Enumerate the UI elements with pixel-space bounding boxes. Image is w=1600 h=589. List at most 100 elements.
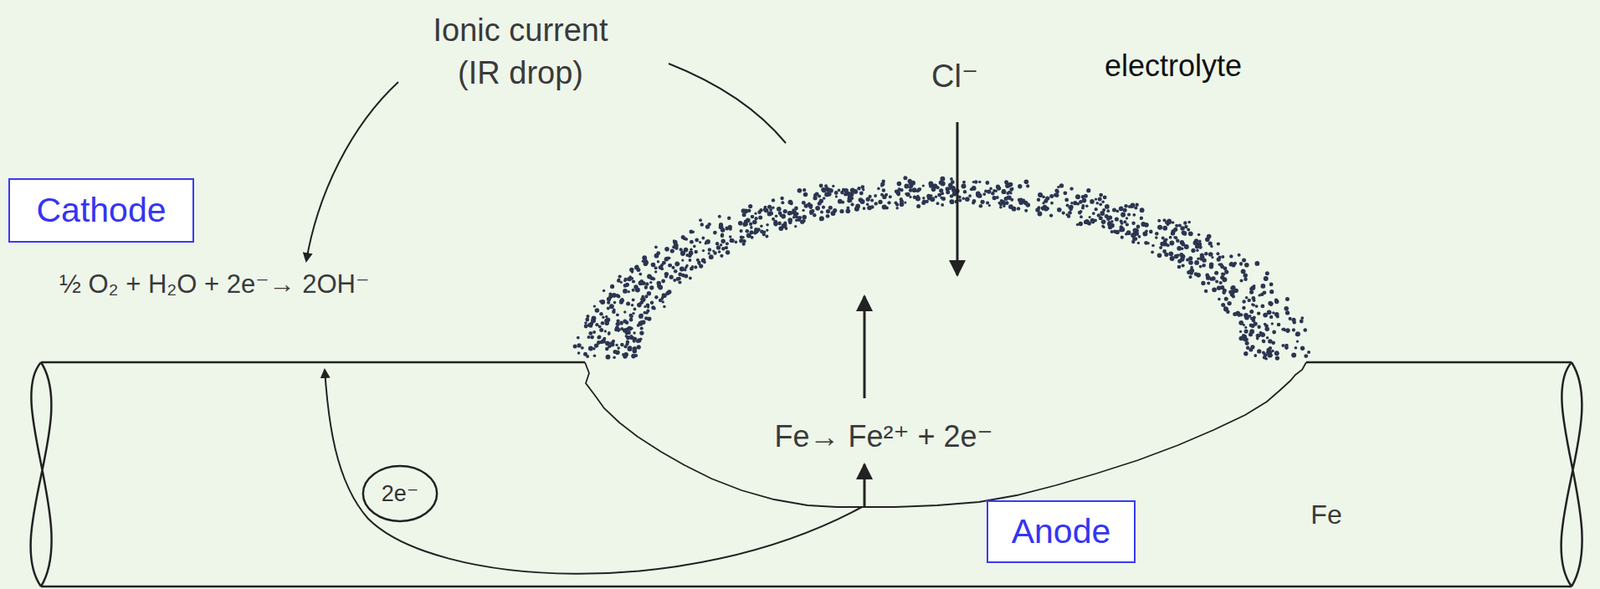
product-dot: [677, 280, 682, 284]
product-dot: [812, 213, 816, 217]
product-dot: [583, 352, 588, 357]
product-dot: [1177, 259, 1182, 264]
product-dot: [1243, 335, 1247, 339]
product-dot: [866, 197, 871, 202]
product-dot: [1041, 195, 1046, 200]
product-dot: [837, 189, 842, 193]
product-dot: [667, 263, 672, 268]
product-dot: [717, 250, 722, 254]
product-dot: [1000, 199, 1004, 203]
product-dot: [646, 274, 652, 280]
product-dot: [1220, 285, 1225, 290]
product-dot: [1079, 215, 1083, 219]
product-dot: [730, 238, 735, 243]
product-dot: [634, 265, 639, 270]
product-dot: [664, 246, 670, 252]
product-dot: [873, 194, 877, 198]
product-dot: [1157, 219, 1161, 223]
product-dot: [1177, 265, 1182, 270]
product-dot: [1245, 341, 1250, 346]
product-dot: [577, 343, 582, 348]
product-dot: [742, 212, 747, 217]
product-dot: [728, 227, 733, 231]
product-dot: [1075, 194, 1081, 200]
product-dot: [676, 276, 681, 282]
product-dot: [819, 218, 822, 221]
product-dot: [592, 347, 596, 351]
product-dot: [1115, 209, 1119, 213]
product-dot: [1101, 220, 1106, 225]
product-dot: [1097, 196, 1103, 201]
product-dot: [613, 294, 616, 298]
product-dot: [1302, 328, 1308, 333]
pipe-end-left: [30, 362, 52, 587]
product-dot: [897, 187, 902, 191]
product-dot: [817, 201, 822, 206]
electron-circle: 2e⁻: [361, 464, 439, 524]
product-dot: [680, 250, 686, 256]
product-dot: [715, 241, 719, 246]
product-dot: [862, 206, 867, 211]
product-dot: [778, 225, 784, 231]
product-dot: [658, 265, 663, 270]
product-dot: [929, 196, 935, 202]
product-dot: [1081, 194, 1085, 199]
product-dot: [788, 220, 793, 225]
product-dot: [1005, 183, 1011, 189]
product-dot: [577, 351, 581, 355]
product-dot: [801, 209, 805, 212]
product-dot: [1231, 294, 1236, 298]
product-dot: [632, 348, 637, 354]
product-dot: [856, 186, 861, 190]
product-dot: [1237, 253, 1242, 257]
product-dot: [1295, 333, 1298, 336]
product-dot: [590, 317, 596, 324]
product-dot: [840, 190, 845, 195]
product-dot: [645, 311, 649, 315]
product-dot: [1230, 286, 1235, 291]
product-dot: [1283, 306, 1289, 312]
product-dot: [1025, 184, 1030, 188]
product-dot: [936, 201, 940, 206]
product-dot: [641, 320, 646, 325]
product-dot: [1229, 262, 1234, 267]
product-dot: [1024, 209, 1028, 213]
product-dot: [958, 199, 962, 203]
product-dot: [800, 220, 805, 225]
product-dot: [963, 189, 967, 194]
product-dot: [1211, 287, 1217, 293]
product-dot: [1251, 296, 1256, 301]
product-dot: [972, 199, 977, 204]
product-dot: [759, 229, 765, 234]
product-dot: [1078, 200, 1083, 205]
product-dot: [639, 330, 644, 335]
product-dot: [1275, 355, 1280, 360]
product-dot: [708, 254, 714, 260]
product-dot: [707, 251, 711, 255]
product-dot: [1250, 344, 1255, 349]
product-dot: [1183, 220, 1187, 225]
product-dot: [635, 287, 641, 293]
product-dot: [1209, 264, 1214, 269]
product-dot: [1262, 290, 1267, 295]
product-dot: [1200, 281, 1206, 286]
product-dot: [1123, 204, 1129, 209]
product-dot: [753, 212, 757, 216]
product-dot: [1139, 216, 1144, 221]
product-dot: [1220, 272, 1225, 277]
product-dot: [611, 310, 616, 315]
product-dot: [1186, 227, 1190, 231]
product-dot: [712, 230, 718, 236]
product-dot: [1291, 352, 1297, 358]
product-dot: [608, 294, 613, 299]
product-dot: [1140, 221, 1146, 227]
product-dot: [601, 316, 605, 319]
product-dot: [598, 325, 602, 329]
product-dot: [999, 205, 1003, 210]
product-dot: [748, 204, 753, 209]
product-dot: [1061, 211, 1066, 216]
product-dot: [1264, 353, 1268, 358]
product-dot: [640, 326, 644, 330]
product-dot: [615, 312, 620, 317]
product-dot: [664, 275, 668, 279]
